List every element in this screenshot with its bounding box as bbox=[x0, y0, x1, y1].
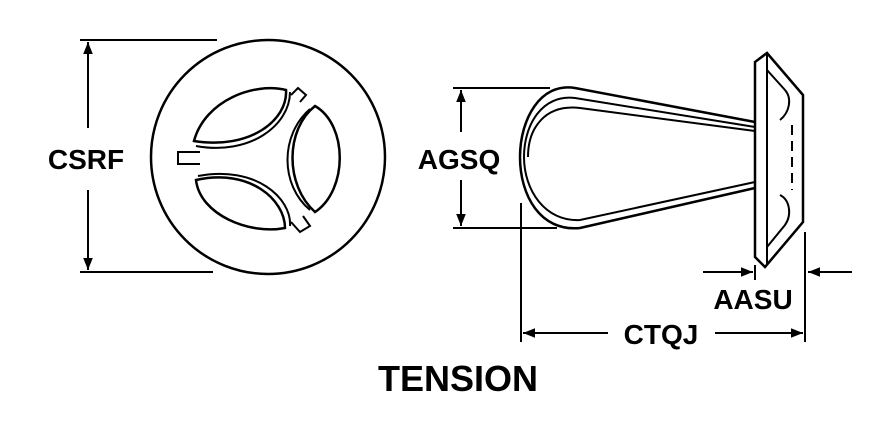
ctqj-label: CTQJ bbox=[624, 319, 699, 350]
aasu-dimension: AASU bbox=[703, 265, 852, 315]
agsq-dimension: AGSQ bbox=[418, 87, 557, 229]
csrf-dimension: CSRF bbox=[48, 39, 217, 273]
aasu-label: AASU bbox=[713, 284, 792, 315]
lens-top-left bbox=[192, 86, 291, 149]
lens-bottom bbox=[194, 172, 292, 231]
lens-right bbox=[286, 104, 341, 214]
head-plate bbox=[753, 51, 805, 269]
csrf-label: CSRF bbox=[48, 144, 124, 175]
caption: TENSION bbox=[378, 358, 538, 399]
ctqj-dimension: CTQJ bbox=[520, 203, 806, 350]
tab-top-right bbox=[290, 86, 308, 103]
front-view bbox=[149, 38, 387, 276]
agsq-label: AGSQ bbox=[418, 144, 500, 175]
outer-circle bbox=[149, 38, 387, 276]
tab-bottom-right bbox=[290, 215, 312, 234]
side-view bbox=[518, 51, 805, 269]
tab-left bbox=[177, 151, 200, 165]
